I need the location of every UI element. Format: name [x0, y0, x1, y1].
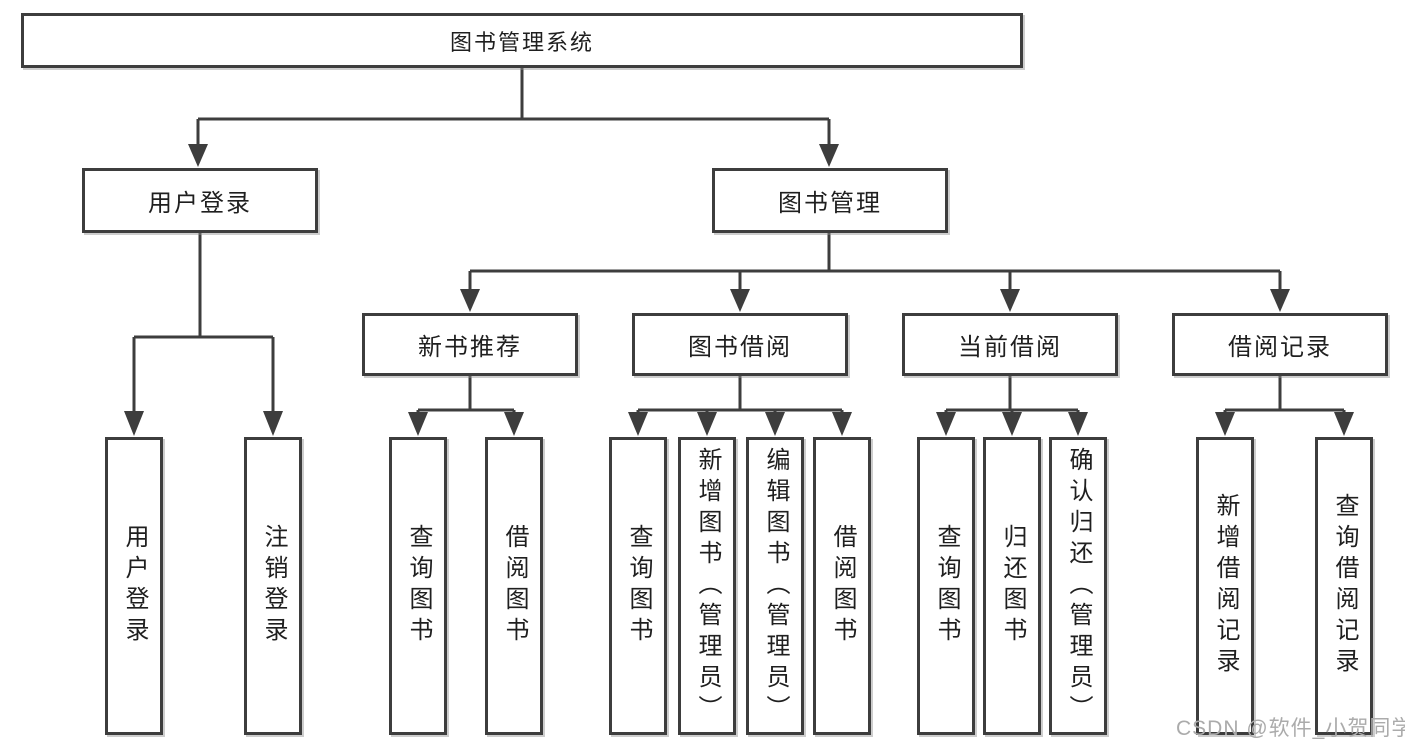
leaf-borrow-book: 借阅图书: [813, 437, 871, 735]
node-book-borrow: 图书借阅: [632, 313, 848, 376]
leaf-query-book-borrow: 查询图书: [609, 437, 667, 735]
leaf-add-book-admin-label: 新增图书（管理员）: [694, 446, 721, 726]
connector-root-bus: [198, 68, 829, 121]
node-new-book-recommend: 新书推荐: [362, 313, 578, 376]
connector-user-login-bus: [134, 233, 273, 339]
leaf-user-login: 用户登录: [105, 437, 163, 735]
leaf-query-book-borrow-label: 查询图书: [625, 524, 652, 648]
leaf-confirm-return-admin: 确认归还（管理员）: [1049, 437, 1107, 735]
leaf-return-book: 归还图书: [983, 437, 1041, 735]
leaf-query-book-recommend-label: 查询图书: [405, 524, 432, 648]
node-current-borrow: 当前借阅: [902, 313, 1118, 376]
leaf-add-borrow-record: 新增借阅记录: [1196, 437, 1254, 735]
node-user-login-label: 用户登录: [148, 190, 252, 217]
leaf-borrow-book-recommend: 借阅图书: [485, 437, 543, 735]
node-new-book-recommend-label: 新书推荐: [418, 334, 522, 361]
leaf-query-book-current-label: 查询图书: [933, 524, 960, 648]
connector-book-borrow-bus: [638, 376, 842, 412]
leaf-logout: 注销登录: [244, 437, 302, 735]
watermark: CSDN @软件_小贺同学: [1176, 717, 1405, 740]
leaf-confirm-return-admin-label: 确认归还（管理员）: [1065, 446, 1092, 726]
leaf-borrow-book-label: 借阅图书: [829, 524, 856, 648]
node-user-login: 用户登录: [82, 168, 318, 233]
leaf-edit-book-admin-label: 编辑图书（管理员）: [762, 446, 789, 726]
leaf-query-borrow-record-label: 查询借阅记录: [1331, 493, 1358, 679]
leaf-borrow-book-recommend-label: 借阅图书: [501, 524, 528, 648]
leaf-add-borrow-record-label: 新增借阅记录: [1212, 493, 1239, 679]
node-borrow-record-label: 借阅记录: [1228, 334, 1332, 361]
node-library-system-label: 图书管理系统: [449, 29, 594, 55]
leaf-logout-label: 注销登录: [260, 524, 287, 648]
leaf-query-book-current: 查询图书: [917, 437, 975, 735]
leaf-query-borrow-record: 查询借阅记录: [1315, 437, 1373, 735]
node-book-management-label: 图书管理: [778, 190, 882, 217]
leaf-edit-book-admin: 编辑图书（管理员）: [746, 437, 804, 735]
leaf-query-book-recommend: 查询图书: [389, 437, 447, 735]
connector-new-book-bus: [418, 376, 514, 412]
node-library-system: 图书管理系统: [21, 13, 1023, 68]
node-borrow-record: 借阅记录: [1172, 313, 1388, 376]
connector-current-borrow-bus: [946, 376, 1078, 412]
connector-borrow-record-bus: [1225, 376, 1344, 412]
leaf-user-login-label: 用户登录: [121, 524, 148, 648]
node-book-borrow-label: 图书借阅: [688, 334, 792, 361]
node-current-borrow-label: 当前借阅: [958, 334, 1062, 361]
leaf-return-book-label: 归还图书: [999, 524, 1026, 648]
leaf-add-book-admin: 新增图书（管理员）: [678, 437, 736, 735]
connector-book-management-bus: [470, 233, 1280, 273]
node-book-management: 图书管理: [712, 168, 948, 233]
